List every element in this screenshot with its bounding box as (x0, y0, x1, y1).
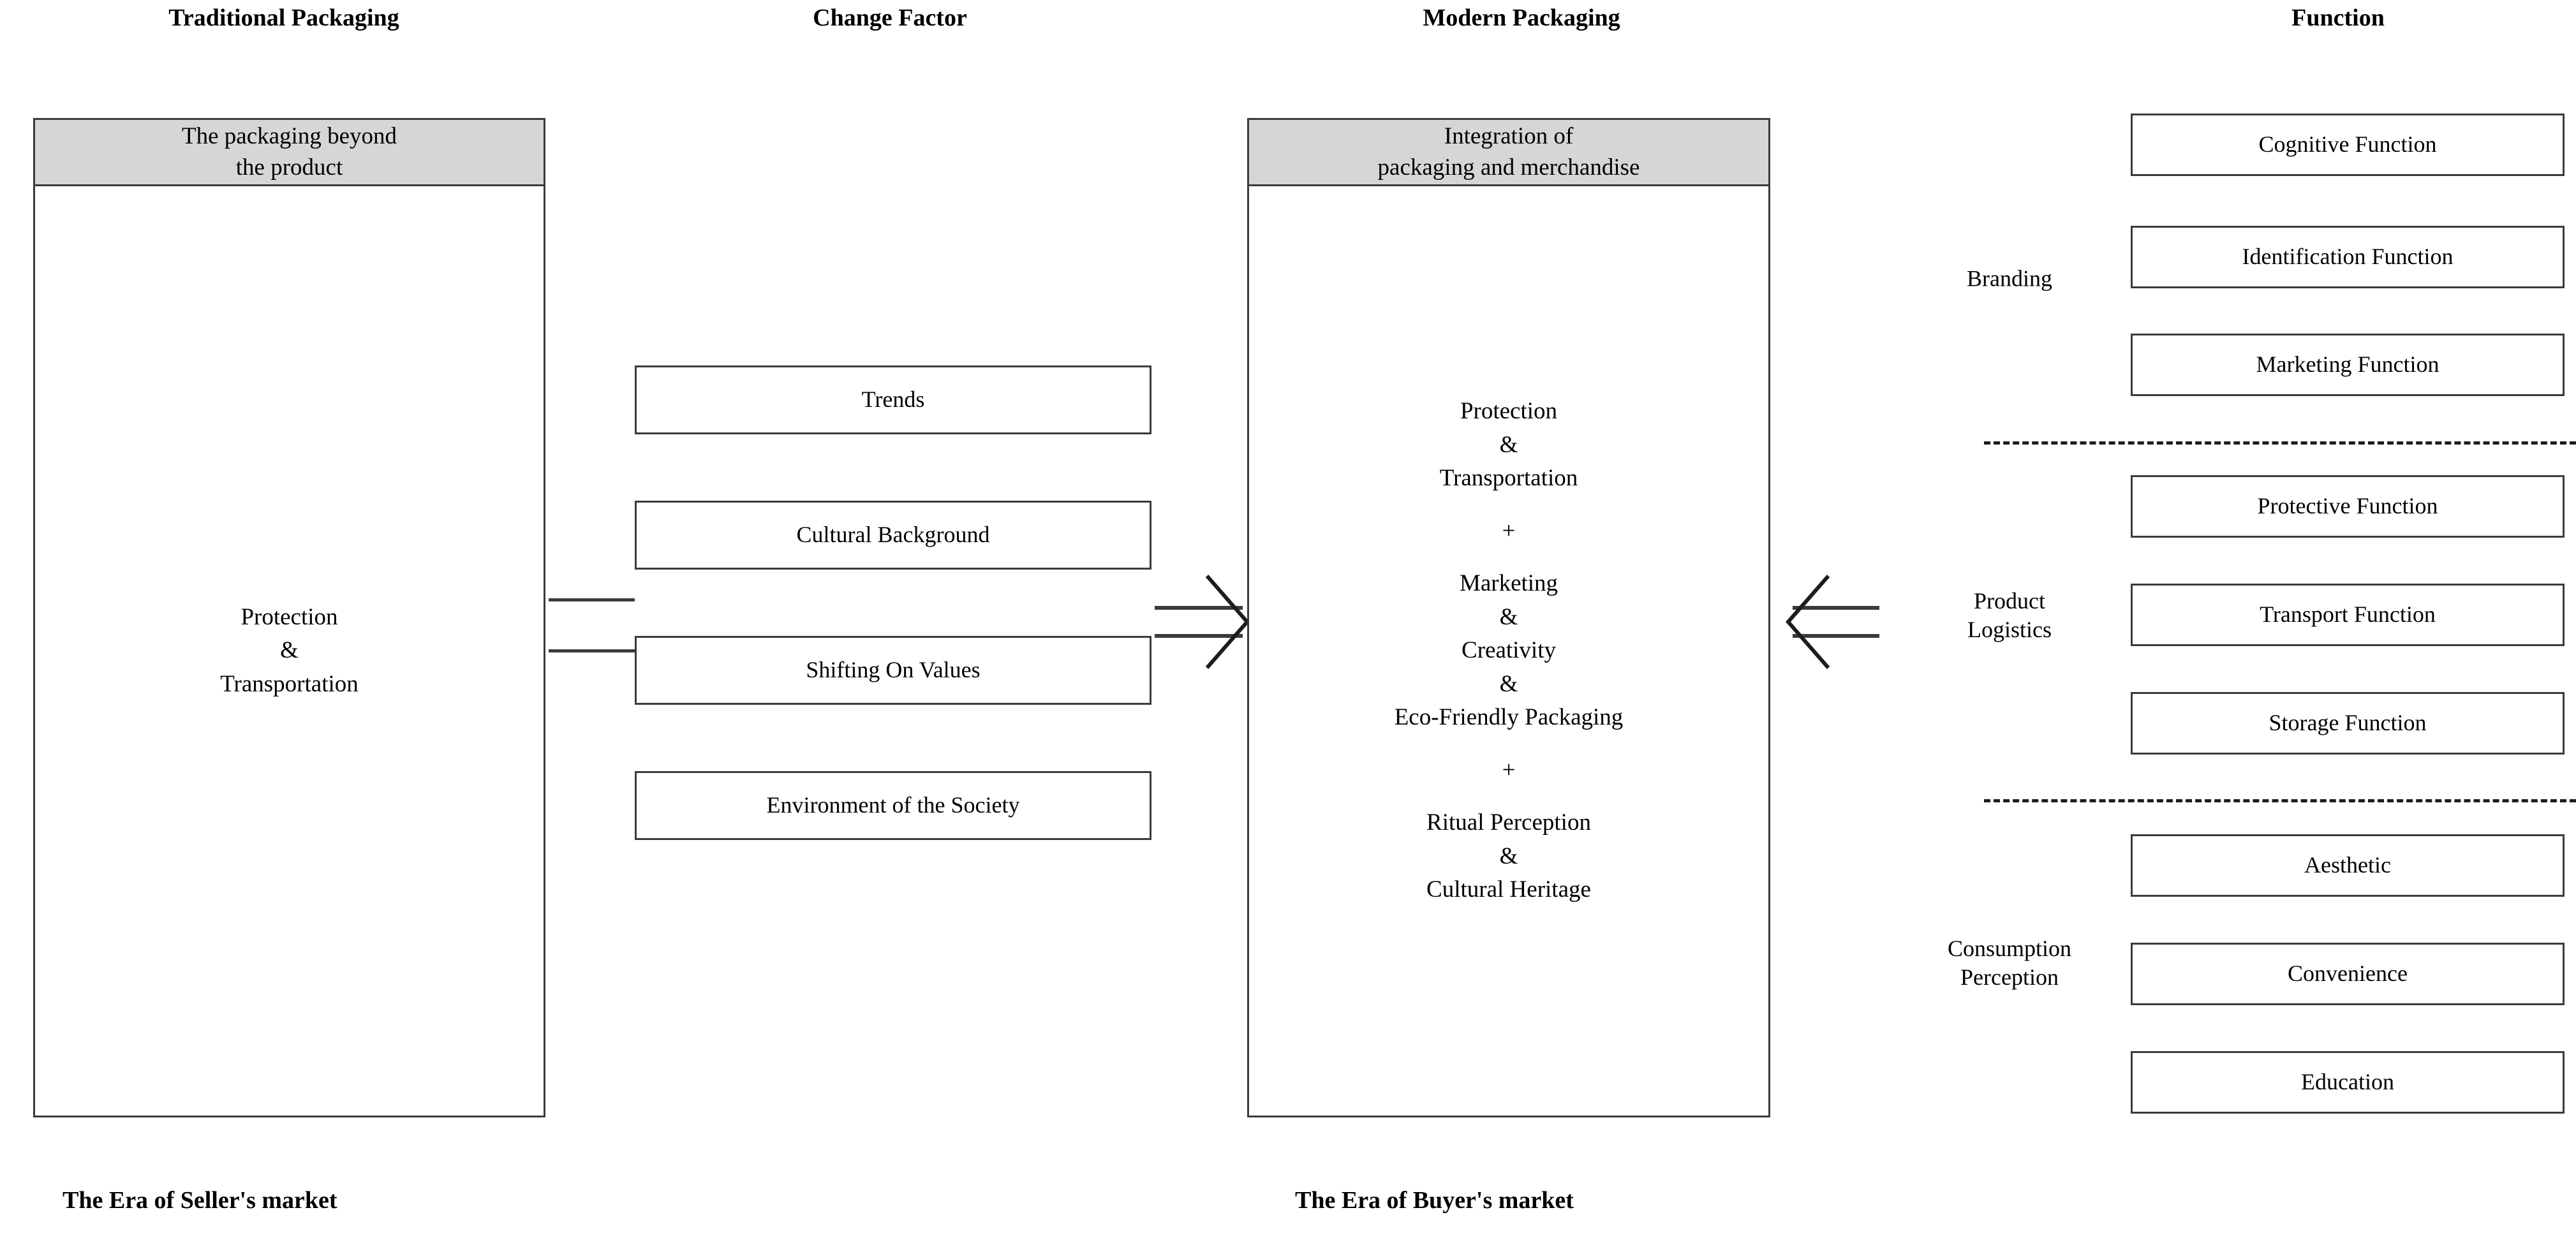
modern-packaging-block-ritual: Ritual Perception&Cultural Heritage (1426, 809, 1591, 903)
traditional-packaging-body-text: Protection&Transportation (220, 603, 359, 697)
spacer-4 (1249, 787, 1768, 806)
function-box-transport-function[interactable]: Transport Function (2131, 584, 2565, 646)
function-box-aesthetic[interactable]: Aesthetic (2131, 834, 2565, 897)
function-group-label-branding: Branding (1967, 265, 2052, 291)
change-factor-box-shifting-on-values[interactable]: Shifting On Values (635, 636, 1151, 705)
function-divider-2 (1984, 799, 2576, 802)
column-header-change-factor: Change Factor (813, 4, 967, 31)
arrow-right-to-modern-packaging (1155, 575, 1250, 669)
traditional-packaging-body: Protection&Transportation (35, 186, 544, 1116)
era-label-buyers-market: The Era of Buyer's market (1295, 1187, 1574, 1214)
function-box-cognitive-function[interactable]: Cognitive Function (2131, 114, 2565, 176)
change-factor-box-cultural-background[interactable]: Cultural Background (635, 501, 1151, 570)
modern-packaging-body: Protection&Transportation + Marketing&Cr… (1249, 186, 1768, 1116)
modern-packaging-block-marketing: Marketing&Creativity&Eco-Friendly Packag… (1394, 570, 1624, 731)
function-divider-1 (1984, 441, 2576, 445)
era-label-sellers-market: The Era of Seller's market (63, 1187, 337, 1214)
change-factor-box-environment-of-the-society[interactable]: Environment of the Society (635, 771, 1151, 840)
connector-line-lower (549, 649, 635, 652)
function-box-identification-function[interactable]: Identification Function (2131, 226, 2565, 288)
spacer-3 (1249, 735, 1768, 754)
modern-packaging-plus-1: + (1502, 517, 1516, 544)
modern-packaging-block-protection: Protection&Transportation (1439, 398, 1578, 492)
function-box-convenience[interactable]: Convenience (2131, 943, 2565, 1005)
connector-line-upper (549, 598, 635, 601)
function-box-protective-function[interactable]: Protective Function (2131, 475, 2565, 538)
modern-packaging-plus-2: + (1502, 756, 1516, 783)
function-box-education[interactable]: Education (2131, 1051, 2565, 1114)
arrow-left-to-modern-packaging (1786, 575, 1879, 669)
column-header-traditional-packaging: Traditional Packaging (168, 4, 399, 31)
column-header-function: Function (2291, 4, 2385, 31)
change-factor-box-trends[interactable]: Trends (635, 365, 1151, 434)
spacer-1 (1249, 496, 1768, 515)
function-box-storage-function[interactable]: Storage Function (2131, 692, 2565, 755)
column-header-modern-packaging: Modern Packaging (1423, 4, 1620, 31)
spacer-2 (1249, 548, 1768, 567)
function-box-marketing-function[interactable]: Marketing Function (2131, 334, 2565, 396)
